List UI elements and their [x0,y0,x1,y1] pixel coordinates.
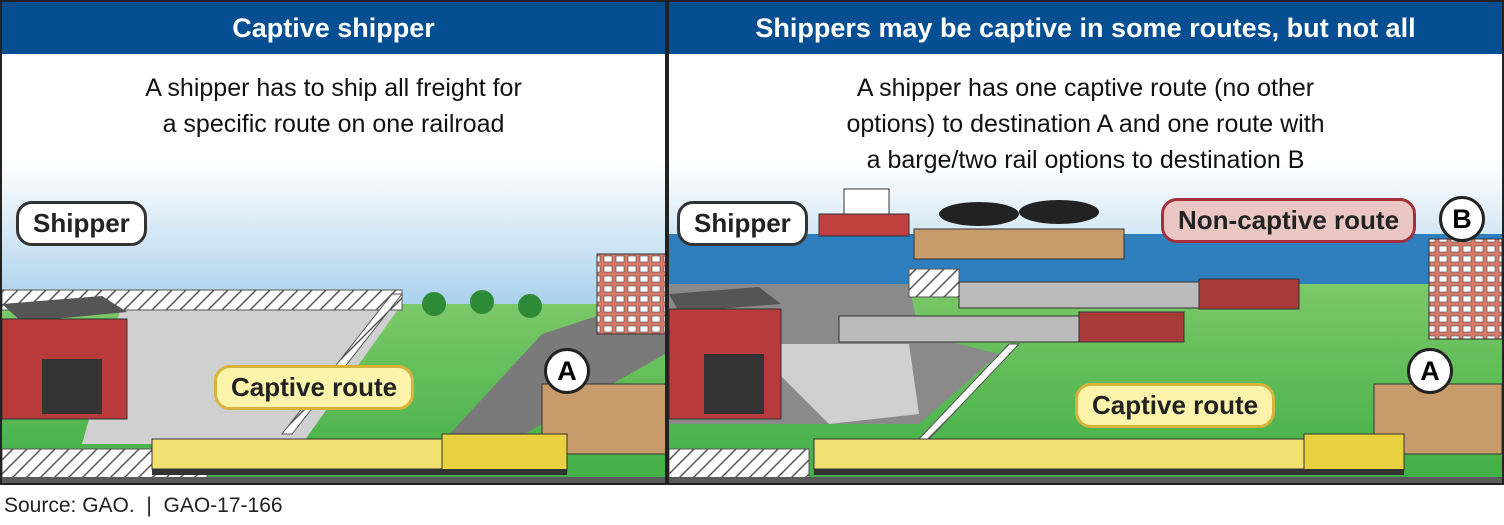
captive-scene-illustration [2,54,665,483]
shipper-label: Shipper [677,201,808,246]
shipper-label: Shipper [16,201,147,246]
trees [422,290,542,318]
description: A shipper has one captive route (no othe… [669,70,1502,178]
captive-route-label: Captive route [1075,383,1276,428]
noncaptive-trains [838,278,1300,343]
description-line: A shipper has to ship all freight for [145,74,522,102]
description-line: a barge/two rail options to destination … [866,146,1305,174]
destination-a-marker: A [1407,348,1453,394]
destination-b-marker: B [1439,196,1485,242]
shipper-building [669,287,782,420]
description-line: A shipper has one captive route (no othe… [856,74,1315,102]
partial-captive-panel: Shippers may be captive in some routes, … [667,0,1504,485]
partial-captive-scene-illustration [669,54,1502,483]
train-captive [813,433,1405,475]
panel-title: Captive shipper [2,2,665,54]
shipper-building [2,296,128,420]
barge-and-tugboat [818,188,1125,260]
captive-shipper-panel: Captive shipper A shipper has to ship al… [0,0,667,485]
captive-route-label: Captive route [214,365,415,410]
panel-title: Shippers may be captive in some routes, … [669,2,1502,54]
description-line: a specific route on one railroad [162,110,505,138]
destination-a-marker: A [544,348,590,394]
description-line: options) to destination A and one route … [846,110,1325,138]
source-note: Source: GAO. | GAO-17-166 [4,494,283,517]
destination-a-building [541,253,665,455]
noncaptive-route-label: Non-captive route [1161,198,1417,243]
description: A shipper has to ship all freight for a … [2,70,665,142]
train-captive [151,433,568,475]
